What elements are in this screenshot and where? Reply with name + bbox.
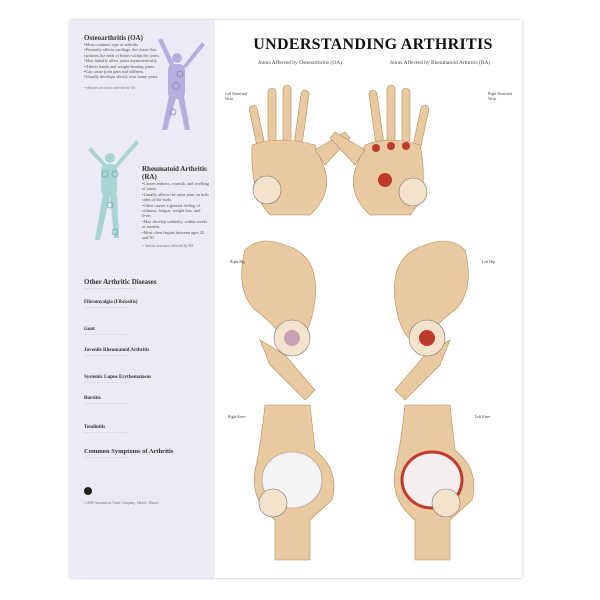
other-section: Gout bbox=[84, 327, 95, 332]
right-hand-illustration bbox=[329, 84, 430, 216]
other-section: Juvenile Rheumatoid Arthritis bbox=[84, 348, 150, 353]
left-info-panel: Osteoarthritis (OA) •Most common type of… bbox=[70, 20, 215, 578]
oa-bullet: •Primarily affects cartilage, the tissue… bbox=[84, 47, 161, 58]
right-knee-label: Right Knee bbox=[228, 415, 246, 419]
right-knee-illustration bbox=[253, 404, 335, 561]
ra-bullet: •Causes redness, warmth, and swelling of… bbox=[142, 181, 209, 192]
body-figures bbox=[88, 38, 205, 240]
ra-bullet: •May develop suddenly, within weeks or m… bbox=[142, 218, 208, 230]
other-heading: Other Arthritic Diseases bbox=[84, 278, 157, 286]
left-hand-illustration bbox=[248, 84, 351, 216]
ra-heading: Rheumatoid Arthritis (RA) bbox=[142, 165, 207, 181]
left-knee-illustration bbox=[393, 404, 475, 561]
publisher-logo bbox=[84, 487, 92, 495]
oa-bullets: •Most common type of arthritis.•Primaril… bbox=[84, 42, 166, 80]
oa-bullet: •Affects hands and weight-bearing joints… bbox=[84, 63, 156, 69]
oa-bullet: •Can cause joint pain and stiffness. bbox=[84, 69, 145, 75]
joint-illustrations bbox=[241, 84, 475, 561]
other-section: Tendinitis bbox=[84, 425, 106, 430]
other-section: Bursitis bbox=[84, 396, 101, 401]
left-hip-label: Left Hip bbox=[482, 260, 495, 264]
left-knee-label: Left Knee bbox=[475, 415, 491, 419]
oa-figure bbox=[158, 38, 205, 130]
ra-bullet: •Most often begins between ages 25 and 5… bbox=[142, 229, 205, 241]
ra-bullets: •Causes redness, warmth, and swelling of… bbox=[142, 181, 210, 240]
oa-heading: Osteoarthritis (OA) bbox=[84, 34, 143, 42]
poster-title: UNDERSTANDING ARTHRITIS bbox=[253, 36, 493, 53]
oa-bullet: •Most common type of arthritis. bbox=[84, 42, 140, 47]
left-hand-label: Left Hand and Wrist bbox=[225, 92, 247, 101]
right-hip-illustration bbox=[241, 240, 316, 401]
other-section: Fibromyalgia (Fibrositis) bbox=[84, 300, 138, 305]
left-hip-illustration bbox=[394, 240, 469, 401]
oa-bullet: •Usually develops slowly over many years… bbox=[84, 74, 159, 80]
ra-legend: = denotes area most affected by RA bbox=[142, 244, 194, 249]
symptoms-heading: Common Symptoms of Arthritis bbox=[84, 448, 174, 455]
oa-subtitle: Joints Affected by Osteoarthritis (OA) bbox=[257, 60, 343, 66]
footer-copyright: ©2000 Anatomical Chart Company, Skokie, … bbox=[84, 501, 159, 505]
ra-bullet: •Usually affects the same joint on both … bbox=[142, 191, 209, 203]
right-hip-label: Right Hip bbox=[230, 260, 246, 264]
other-section: Systemic Lupus Erythematosus bbox=[84, 375, 152, 380]
ra-subtitle: Joints Affected by Rheumatoid Arthritis … bbox=[389, 60, 491, 66]
right-hand-label: Right Hand and Wrist bbox=[488, 92, 513, 101]
oa-legend: = denotes area most affected by OA bbox=[84, 85, 136, 90]
ra-bullet: •Often causes a general feeling of sickn… bbox=[142, 202, 201, 219]
oa-bullet: •May initially affect joints asymmetrica… bbox=[84, 58, 158, 64]
arthritis-poster: Osteoarthritis (OA) •Most common type of… bbox=[70, 20, 522, 578]
